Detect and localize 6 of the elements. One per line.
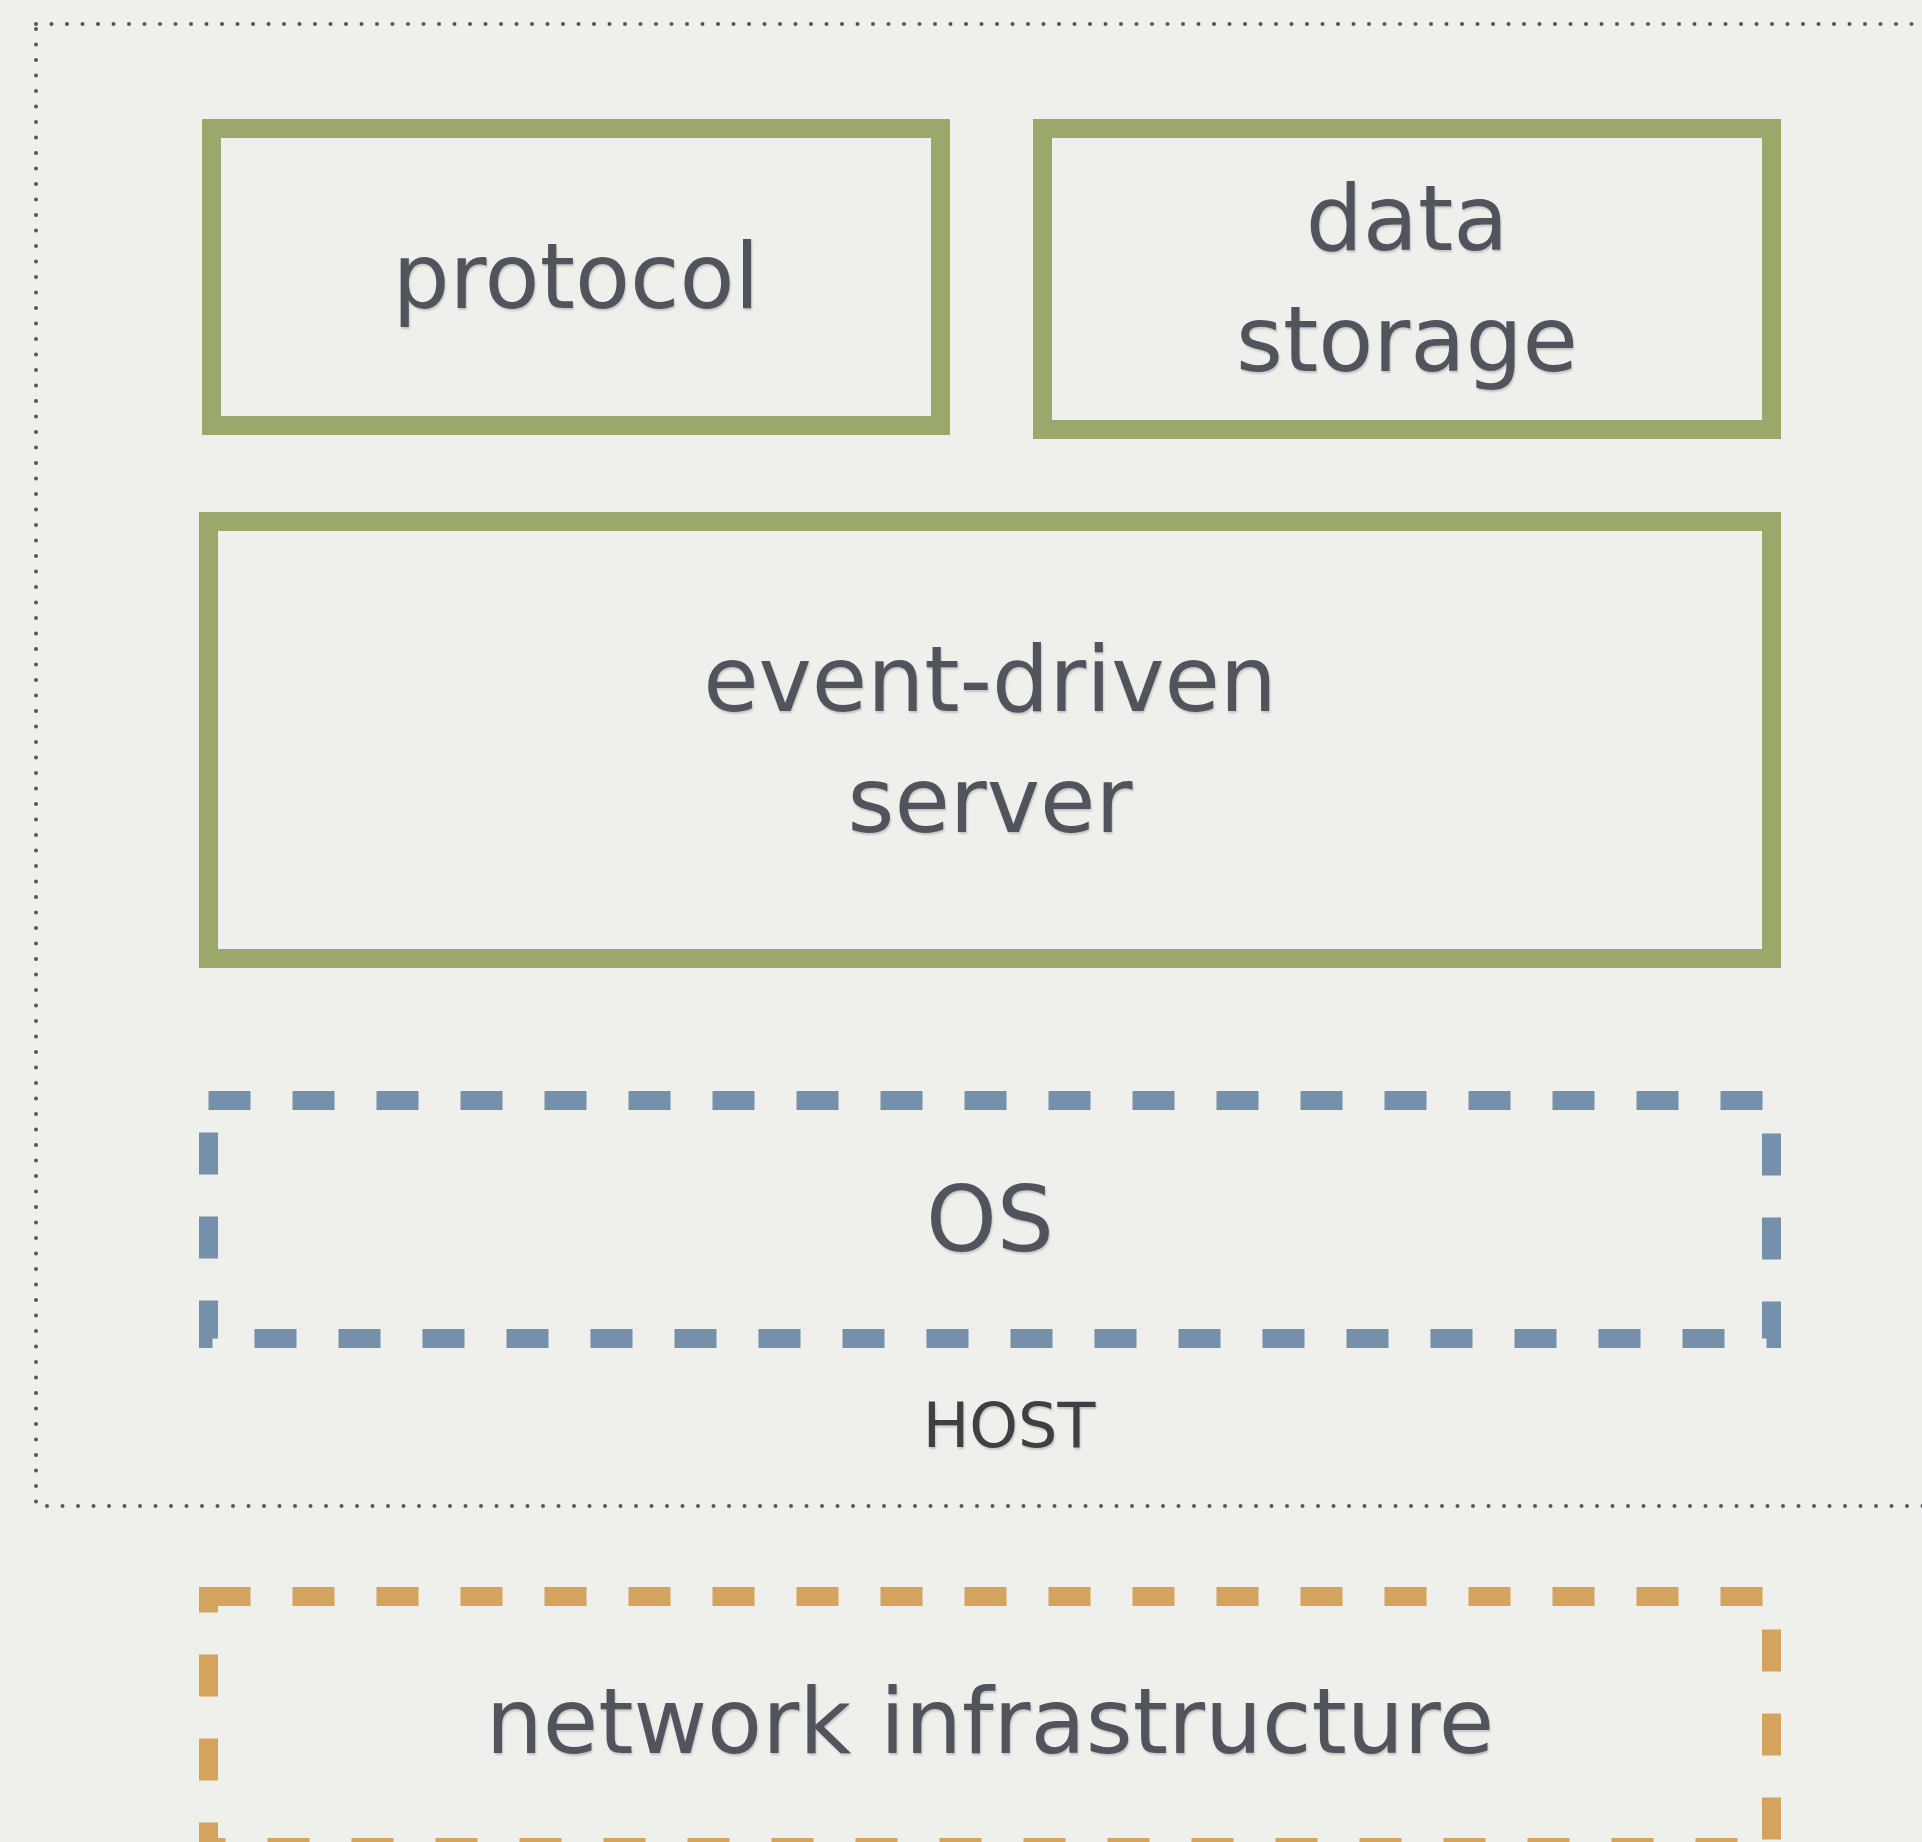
box-label: network infrastructure [485,1668,1495,1777]
box-label: protocol [392,223,760,332]
box-label: event-driven server [702,625,1278,855]
box-label: data storage [1235,164,1579,394]
boundary-label: HOST [921,1388,1097,1465]
box-label: OS [926,1165,1054,1274]
